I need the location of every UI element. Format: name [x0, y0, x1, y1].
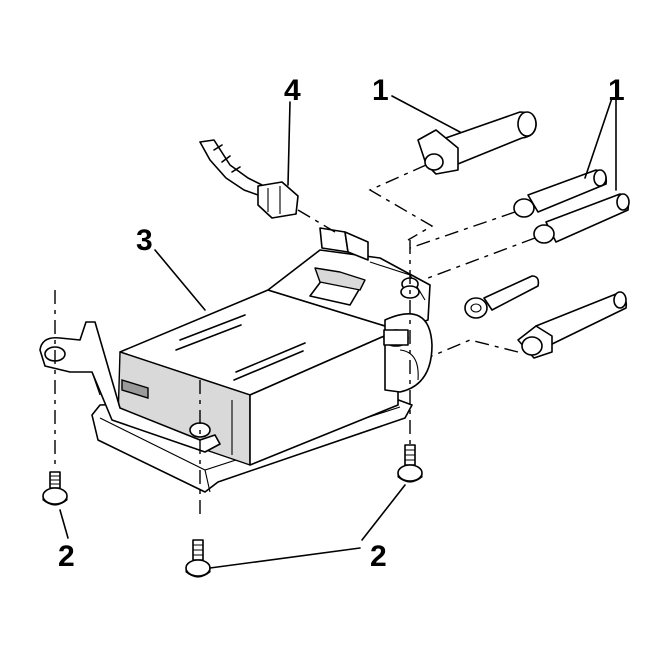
callout-2-right: 2	[370, 540, 387, 573]
hose-middle	[513, 169, 608, 218]
electrical-connector	[199, 139, 299, 219]
bolt-left	[42, 471, 68, 506]
callout-3-module: 3	[136, 224, 153, 257]
bolt-right	[397, 444, 423, 483]
callout-1-upper: 1	[372, 74, 389, 107]
callout-1-right: 1	[608, 74, 625, 107]
hose-lower	[533, 193, 630, 244]
module-body	[117, 289, 399, 466]
callout-4-connector: 4	[284, 74, 301, 107]
bolt-center	[185, 539, 211, 578]
alignment-lines	[54, 164, 536, 520]
leader-lines	[59, 95, 617, 569]
hose-bottom	[517, 291, 628, 359]
hose-upper	[417, 111, 537, 175]
fitting-bolt	[464, 275, 540, 319]
side-sensor-drum	[383, 313, 433, 393]
callout-2-left: 2	[58, 540, 75, 573]
